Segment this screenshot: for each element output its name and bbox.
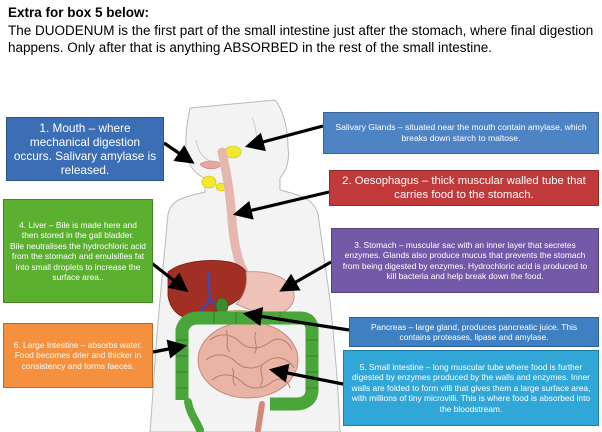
label-small-intestine-text: 5. Small intestine – long muscular tube … — [351, 361, 591, 414]
label-oesophagus: 2. Oesophagus – thick muscular walled tu… — [329, 170, 599, 206]
label-stomach: 3. Stomach – muscular sac with an inner … — [331, 228, 599, 293]
label-liver-text-1: 4. Liver – Bile is made here and then st… — [19, 219, 137, 241]
salivary-gland — [201, 145, 242, 192]
label-mouth-text: 1. Mouth – where mechanical digestion oc… — [13, 121, 157, 177]
label-pancreas-text: Pancreas – large gland, produces pancrea… — [370, 321, 578, 343]
label-oesophagus-text: 2. Oesophagus – thick muscular walled tu… — [342, 175, 586, 201]
arrow-large-intestine — [152, 339, 188, 359]
arrow-oesophagus — [232, 190, 330, 220]
arrows — [139, 124, 350, 386]
small-intestine-organ — [197, 321, 299, 399]
header-text: The DUODENUM is the first part of the sm… — [8, 23, 594, 55]
label-salivary-glands: Salivary Glands – situated near the mout… — [323, 112, 599, 154]
header-title: Extra for box 5 below: — [8, 5, 150, 20]
label-large-intestine: 6. Large Intestine – absorbs water. Food… — [3, 323, 153, 388]
label-mouth: 1. Mouth – where mechanical digestion oc… — [6, 117, 164, 181]
label-liver: 4. Liver – Bile is made here and then st… — [3, 199, 153, 303]
arrow-mouth — [163, 141, 195, 164]
large-intestine-organ — [175, 311, 319, 411]
arrow-pancreas — [242, 306, 350, 332]
label-small-intestine: 5. Small intestine – long muscular tube … — [343, 350, 599, 426]
arrow-small-intestine — [268, 363, 344, 386]
label-salivary-text: Salivary Glands – situated near the mout… — [335, 122, 587, 143]
header: Extra for box 5 below: The DUODENUM is t… — [8, 4, 598, 56]
label-stomach-text: 3. Stomach – muscular sac with an inner … — [342, 239, 588, 282]
arrow-stomach — [279, 260, 332, 292]
label-liver-text-2: Bile neutralises the hydrochloric acid f… — [10, 240, 146, 283]
label-pancreas: Pancreas – large gland, produces pancrea… — [349, 317, 599, 347]
oesophagus-tube — [217, 147, 249, 277]
arrow-salivary — [244, 124, 324, 152]
label-large-intestine-text: 6. Large Intestine – absorbs water. Food… — [13, 339, 143, 371]
